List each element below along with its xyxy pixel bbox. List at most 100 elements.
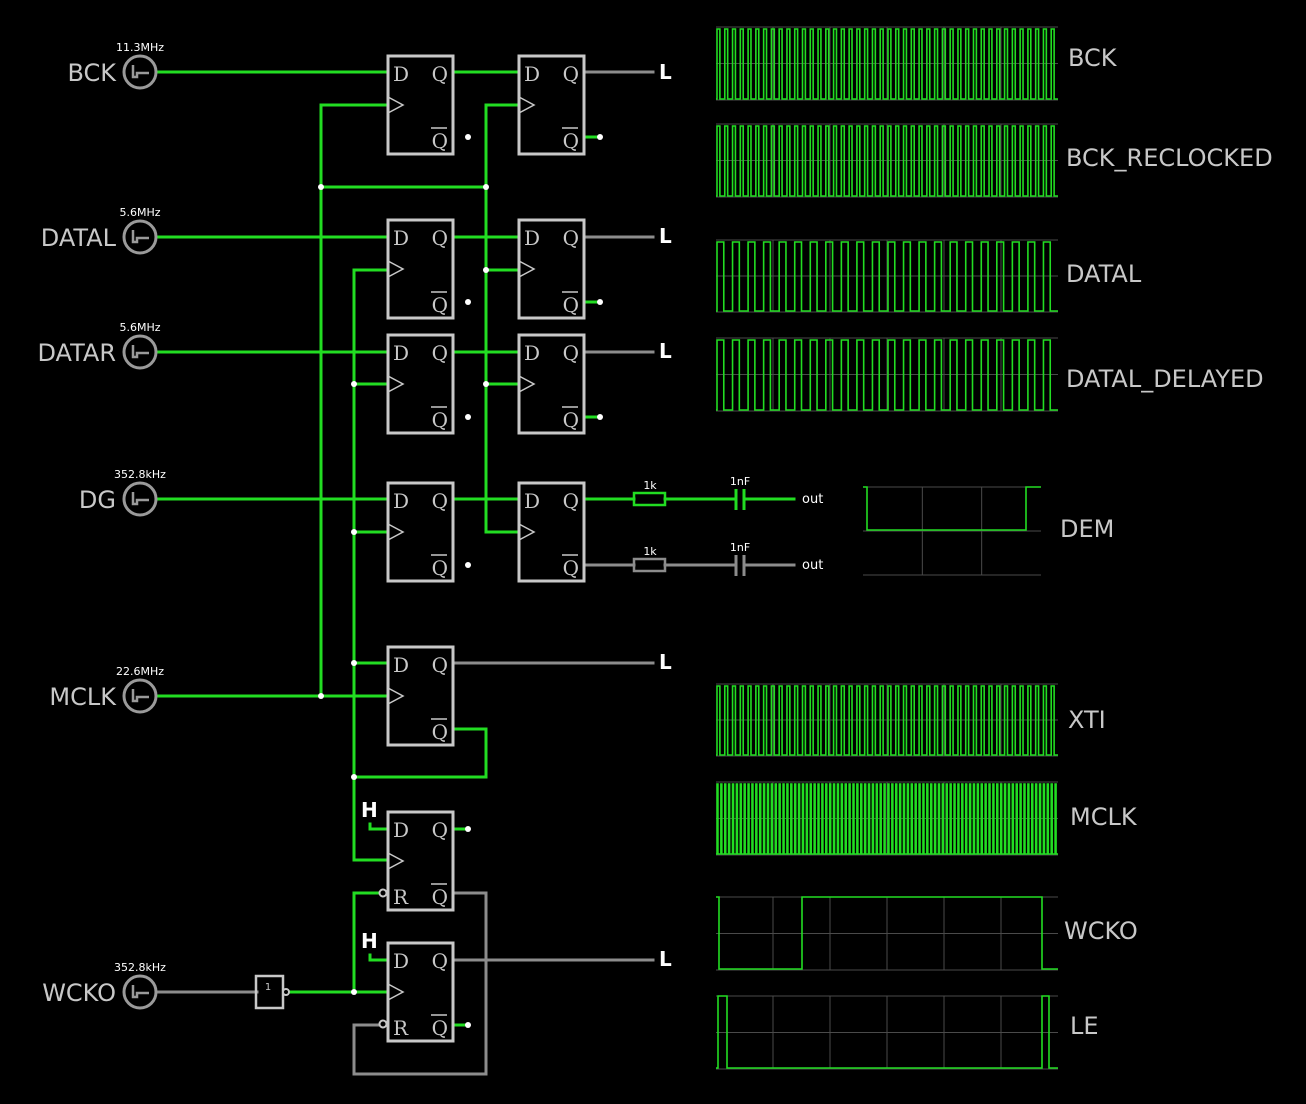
flip-flop-body[interactable]	[517, 481, 586, 583]
junction-dot	[483, 381, 489, 387]
flip-flop-body[interactable]	[386, 481, 455, 583]
scope-label: BCK_RECLOCKED	[1066, 144, 1273, 172]
clock-triangle-icon	[387, 260, 405, 278]
flip-flop-body[interactable]	[386, 645, 455, 747]
output-label: out	[802, 492, 823, 507]
flip-flop-body[interactable]	[386, 810, 455, 912]
flip-flop-body[interactable]	[517, 54, 586, 156]
scope-wcko[interactable]: WCKO	[716, 896, 1138, 971]
scope-trace	[716, 125, 1058, 197]
logic-low-label[interactable]: L	[659, 60, 672, 84]
flip-flop-body[interactable]	[517, 218, 586, 320]
junction-dot	[351, 381, 357, 387]
inverter-gate[interactable]: 1	[254, 974, 290, 1010]
pin-d-label: D	[393, 226, 409, 250]
pin-d-label: D	[524, 489, 540, 513]
logic-low-label[interactable]: L	[659, 947, 672, 971]
clock-wave-icon	[131, 230, 149, 244]
wire-div-qbar[interactable]	[352, 727, 488, 779]
flip-flop-body[interactable]	[386, 333, 455, 435]
scope-dem[interactable]: DEM	[863, 486, 1114, 576]
clock-source-icon[interactable]	[122, 678, 158, 714]
scope-datal-delayed[interactable]: DATAL_DELAYED	[716, 337, 1264, 412]
flip-flop-body[interactable]	[386, 54, 455, 156]
resistor[interactable]	[632, 557, 667, 573]
scope-trace	[716, 685, 1058, 756]
wire-mclk-bus2[interactable]	[484, 185, 521, 534]
logic-low-label[interactable]: L	[659, 650, 672, 674]
clock-triangle-icon	[387, 687, 405, 705]
logic-low-label[interactable]: L	[659, 339, 672, 363]
clock-wave-icon	[131, 492, 149, 506]
clock-triangle-icon	[387, 852, 405, 870]
pin-d-label: D	[393, 489, 409, 513]
pin-q-label: Q	[563, 489, 579, 513]
clock-source-icon[interactable]	[122, 334, 158, 370]
scope-datal[interactable]: DATAL	[716, 239, 1142, 313]
flip-flop-body[interactable]	[517, 333, 586, 435]
source-frequency: 11.3MHz	[116, 41, 164, 54]
wire-inv-reset[interactable]	[352, 891, 382, 994]
pin-qbar-label: Q	[563, 556, 579, 580]
junction-dot	[483, 267, 489, 273]
scope-label: BCK	[1068, 44, 1118, 72]
logic-high-label[interactable]: H	[361, 929, 378, 953]
scope-bck-reclocked[interactable]: BCK_RECLOCKED	[716, 123, 1273, 198]
wire-bck-bus[interactable]	[352, 268, 390, 862]
clock-source-icon[interactable]	[122, 974, 158, 1010]
scope-le[interactable]: LE	[716, 995, 1099, 1070]
inverter-label: 1	[265, 982, 271, 993]
dem-filter-inactive[interactable]: 1k 1nF out	[632, 541, 823, 576]
pin-d-label: D	[524, 62, 540, 86]
pin-q-label: Q	[432, 62, 448, 86]
scope-trace	[863, 486, 1041, 531]
pin-d-label: D	[393, 62, 409, 86]
clock-source-icon[interactable]	[122, 54, 158, 90]
scope-bck[interactable]: BCK	[716, 26, 1118, 101]
dem-filter-active[interactable]: 1k 1nF out	[632, 475, 823, 510]
scope-xti[interactable]: XTI	[716, 683, 1106, 757]
output-label: out	[802, 558, 823, 573]
wire-mclk-clk2[interactable]	[484, 103, 521, 189]
clock-source-icon[interactable]	[122, 219, 158, 255]
clock-wave-icon	[131, 345, 149, 359]
scope-trace	[716, 339, 1058, 411]
wire-mclk-bus[interactable]	[319, 103, 390, 698]
pin-qbar-label: Q	[432, 1016, 448, 1040]
scope-label: DEM	[1060, 515, 1114, 543]
resistor[interactable]	[632, 491, 667, 507]
scope-trace	[716, 783, 1058, 855]
wire-feedback[interactable]	[352, 891, 488, 1076]
logic-high-label[interactable]: H	[361, 798, 378, 822]
pin-q-label: Q	[432, 341, 448, 365]
pin-dot	[465, 1022, 471, 1028]
clock-triangle-icon	[518, 96, 536, 114]
scope-label: XTI	[1068, 706, 1106, 734]
scope-mclk[interactable]: MCLK	[716, 781, 1138, 856]
flip-flop-body[interactable]	[386, 941, 455, 1043]
flip-flop-body[interactable]	[386, 218, 455, 320]
clock-source-icon[interactable]	[122, 481, 158, 517]
logic-low-label[interactable]: L	[659, 224, 672, 248]
wire-h-2	[368, 953, 390, 962]
